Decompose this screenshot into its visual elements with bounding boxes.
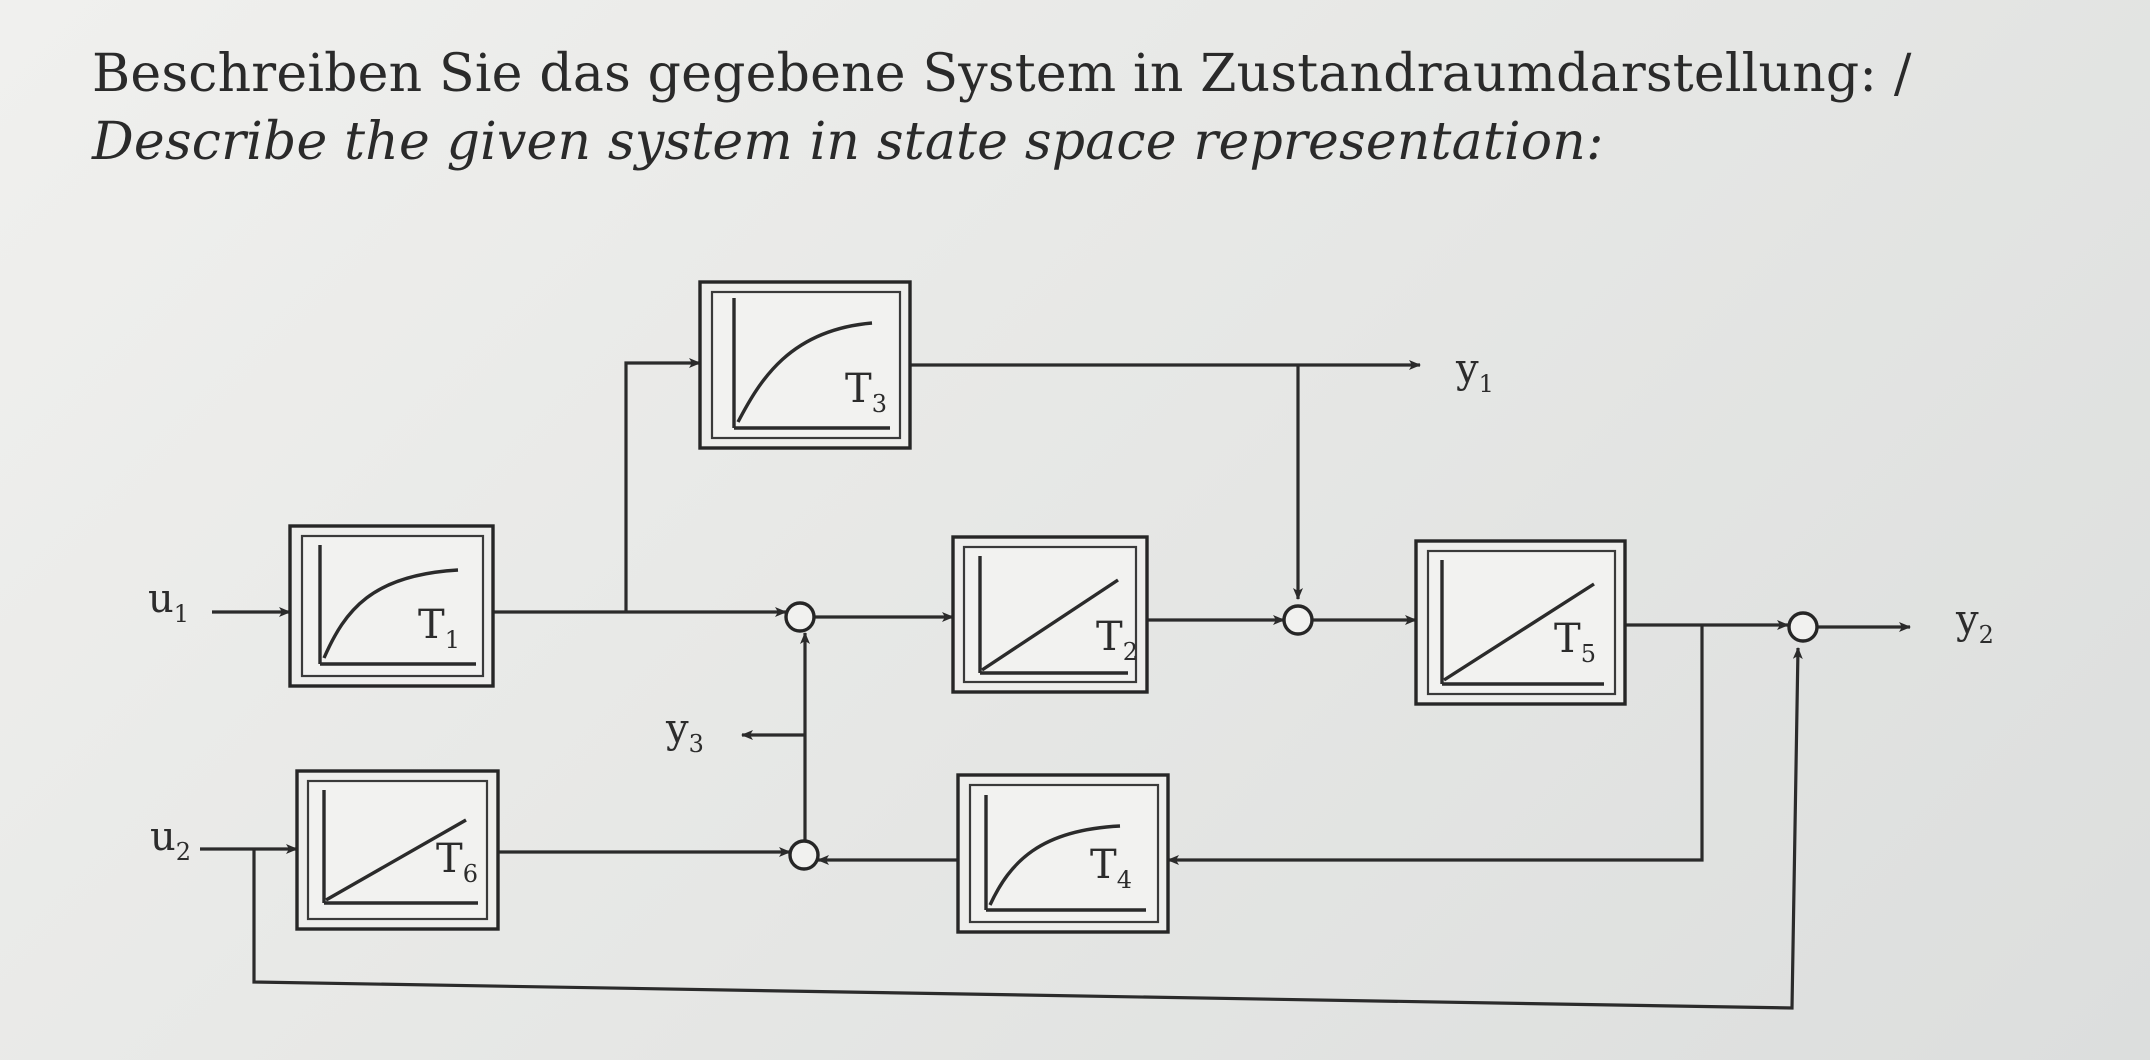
task-text-german: Beschreiben Sie das gegebene System in Z…: [92, 44, 1878, 104]
wire-t5-to-t4: [1167, 625, 1704, 865]
block-t3-axes: [732, 298, 890, 430]
summing-junction-s3: [1787, 611, 1819, 643]
integrator-response-icon: [1443, 582, 1595, 682]
lag-response-icon: [736, 321, 873, 423]
block-t1-inner: [300, 534, 485, 678]
block-t5-label: T5: [1554, 616, 1596, 668]
input-label-u1: u1: [148, 576, 189, 628]
block-t2-label: T2: [1096, 614, 1138, 666]
task-text-english: Describe the given system in state space…: [92, 112, 1604, 172]
summing-junction-s4: [788, 839, 820, 871]
summing-junction-s1: [784, 601, 816, 633]
summing-junction-s2: [1282, 604, 1314, 636]
signal-wires: [200, 358, 1911, 1010]
lag-response-icon: [322, 568, 459, 659]
output-label-y3: y3: [665, 706, 704, 758]
block-t1-label: T1: [418, 602, 460, 654]
task-separator: /: [1893, 44, 1912, 104]
integrator-response-icon: [981, 578, 1119, 672]
wire-u2-to-s3: [252, 647, 1803, 1010]
block-t6-axes: [322, 790, 478, 905]
wire-branch-to-t3: [624, 358, 701, 612]
output-label-y1: y1: [1455, 346, 1494, 398]
block-t6-inner: [306, 779, 489, 921]
block-t1: T1: [288, 524, 495, 688]
task-statement: Beschreiben Sie das gegebene System in Z…: [92, 40, 2092, 176]
lag-response-icon: [988, 824, 1121, 906]
block-t2-inner: [962, 545, 1138, 684]
block-t2: T2: [951, 535, 1149, 694]
block-t6-label: T6: [436, 836, 478, 888]
block-t6: T6: [295, 769, 500, 931]
block-t4-inner: [968, 783, 1160, 924]
block-t3: T3: [698, 280, 912, 450]
output-label-y2: y2: [1955, 597, 1994, 649]
integrator-response-icon: [325, 818, 467, 902]
block-t2-axes: [978, 556, 1128, 675]
block-t4: T4: [956, 773, 1170, 934]
block-t4-axes: [984, 795, 1146, 912]
input-label-u2: u2: [150, 814, 191, 866]
block-t1-axes: [318, 545, 476, 666]
block-t4-label: T4: [1090, 842, 1132, 894]
block-t3-label: T3: [845, 366, 887, 418]
block-t5-axes: [1440, 560, 1604, 686]
block-t5: T5: [1414, 539, 1627, 706]
